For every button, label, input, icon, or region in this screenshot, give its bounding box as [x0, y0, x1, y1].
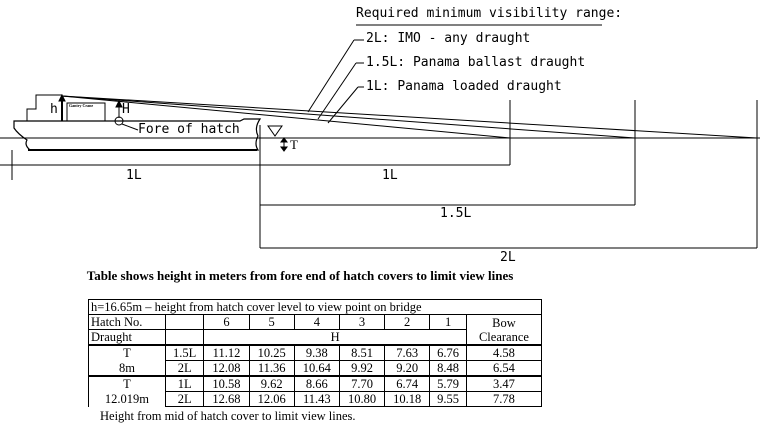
- range-cell: 2L: [164, 360, 205, 377]
- value-cell: 12.68: [203, 391, 250, 407]
- range-2L: 2L: IMO - any draught: [366, 31, 530, 46]
- T-label: T: [290, 137, 298, 152]
- hatch-header: 3: [338, 314, 386, 330]
- value-cell: 6.54: [465, 360, 543, 377]
- value-cell: 5.79: [429, 375, 467, 392]
- value-cell: 10.58: [203, 375, 250, 392]
- hatch-header: 2: [384, 314, 431, 330]
- value-cell: 6.76: [429, 344, 467, 361]
- value-cell: 7.63: [384, 344, 431, 361]
- waterline-symbol: [267, 125, 283, 137]
- draught-cell: T: [88, 345, 166, 361]
- value-cell: 11.36: [248, 360, 295, 377]
- value-cell: 8.48: [429, 360, 467, 377]
- value-cell: 11.12: [203, 344, 250, 361]
- value-cell: 8.66: [293, 375, 340, 392]
- table-title: Table shows height in meters from fore e…: [86, 268, 514, 283]
- draught-cell: 12.019m: [88, 391, 166, 407]
- H-label: H: [122, 102, 130, 117]
- value-cell: 9.20: [384, 360, 431, 377]
- value-cell: 9.62: [248, 375, 295, 392]
- hatch-header: 5: [248, 314, 295, 330]
- draught-cell: T: [88, 376, 166, 392]
- dim-label-2L: 2L: [500, 250, 516, 265]
- gantry-crane: [66, 102, 106, 122]
- table-note: Height from mid of hatch cover to limit …: [100, 409, 356, 423]
- range-1L: 1L: Panama loaded draught: [366, 79, 562, 94]
- range-label: 1L:: [366, 79, 390, 94]
- ship-hull: [13, 118, 262, 151]
- value-cell: 12.06: [248, 391, 295, 407]
- hatch-no-header: Hatch No.: [88, 314, 166, 330]
- value-cell: 9.38: [293, 344, 340, 361]
- value-cell: 10.80: [338, 391, 386, 407]
- range-cell: 2L: [164, 391, 205, 407]
- value-cell: 7.70: [338, 375, 386, 392]
- H-header: H: [203, 329, 467, 346]
- value-cell: 3.47: [465, 375, 543, 392]
- dim-label-1.5L: 1.5L: [440, 206, 472, 221]
- header-note: h=16.65m – height from hatch cover level…: [88, 299, 542, 315]
- crane-label: Gantry Crane: [69, 103, 94, 108]
- value-cell: 12.08: [203, 360, 250, 377]
- visibility-heading: Required minimum visibility range:: [356, 6, 623, 21]
- dim-label-1L-ship: 1L: [126, 168, 142, 183]
- value-cell: 6.74: [384, 375, 431, 392]
- hatch-header: 6: [203, 314, 250, 330]
- fore-of-hatch-label: Fore of hatch: [138, 122, 240, 137]
- value-cell: 8.51: [338, 344, 386, 361]
- visibility-diagram: [0, 24, 760, 249]
- value-cell: 10.64: [293, 360, 340, 377]
- range-text: IMO - any draught: [397, 31, 531, 46]
- clearance-text: Clearance: [478, 329, 529, 344]
- value-cell: 10.25: [248, 344, 295, 361]
- range-1.5L: 1.5L: Panama ballast draught: [366, 55, 585, 70]
- value-cell: 10.18: [384, 391, 431, 407]
- value-cell: 4.58: [465, 344, 543, 361]
- value-cell: 11.43: [293, 391, 340, 407]
- value-cell: 9.92: [338, 360, 386, 377]
- range-text: Panama ballast draught: [412, 55, 586, 70]
- range-label: 1.5L:: [366, 55, 406, 70]
- range-cell: 1.5L: [164, 344, 205, 361]
- view-line-1.5L: [61, 95, 636, 139]
- value-cell: 9.55: [429, 391, 467, 407]
- range-cell: 1L: [164, 375, 205, 392]
- range-label: 2L:: [366, 31, 390, 46]
- view-line-2L: [61, 95, 758, 139]
- dim-label-1L: 1L: [382, 168, 398, 183]
- hatch-header: 1: [429, 314, 467, 330]
- range-text: Panama loaded draught: [397, 79, 562, 94]
- bow-text: Bow: [492, 315, 516, 330]
- draught-cell: 8m: [88, 360, 166, 376]
- fore-of-hatch-marker: [114, 116, 124, 126]
- hatch-header: 4: [293, 314, 340, 330]
- value-cell: 7.78: [465, 391, 543, 407]
- clearance-table: h=16.65m – height from hatch cover level…: [88, 299, 543, 407]
- view-line-1L: [61, 95, 511, 139]
- h-label: h: [50, 102, 58, 117]
- draught-header: Draught: [88, 329, 166, 346]
